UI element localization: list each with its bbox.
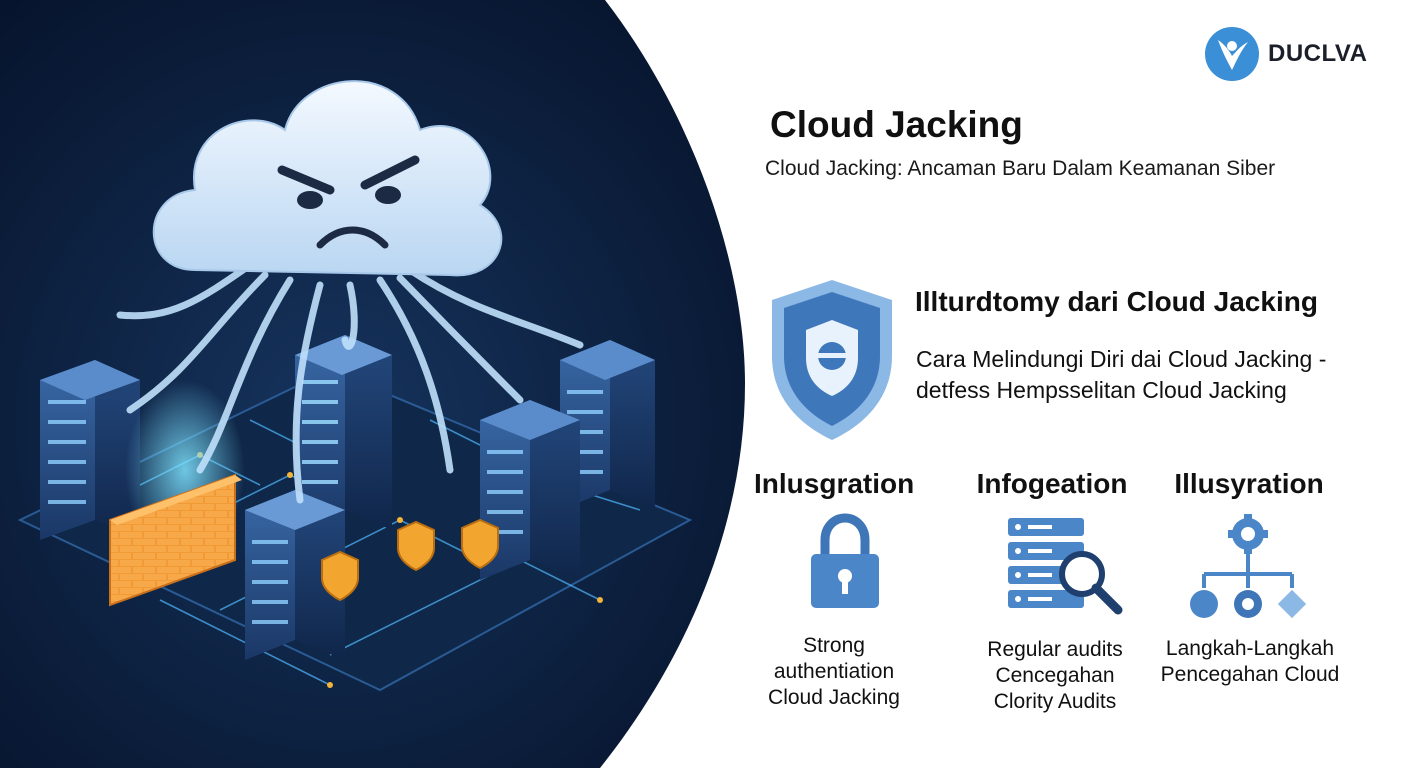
column-text-3: Langkah-Langkah Pencegahan Cloud	[1150, 636, 1350, 688]
network-gear-icon	[1190, 514, 1307, 619]
board-shield-icon-2	[397, 520, 435, 572]
brand: DUCLVA	[1204, 26, 1367, 82]
board-shield-icon-1	[321, 550, 359, 602]
column-line: Cencegahan	[995, 664, 1115, 687]
right-eyebrow	[360, 155, 420, 190]
column-line: Strong	[803, 634, 865, 657]
column-line: Pencegahan Cloud	[1160, 663, 1340, 686]
brand-logo-icon	[1205, 27, 1259, 81]
firewall-wall	[109, 473, 242, 607]
column-title-1: Inlusgration	[754, 468, 915, 499]
column-text-2: Regular audits Cencegahan Clority Audits	[968, 637, 1142, 715]
column-line: Langkah-Langkah	[1165, 637, 1335, 660]
section-line: Cara Melindungi Diri dai Cloud Jacking -	[916, 346, 1327, 372]
lock-icon	[811, 513, 879, 608]
column-title-3: Illusyration	[1174, 468, 1324, 499]
column-line: authentiation	[773, 660, 895, 683]
left-eye	[297, 191, 323, 209]
frown-mouth	[316, 226, 389, 249]
column-title-2: Infogeation	[976, 468, 1128, 499]
small-gear-icon	[1234, 590, 1262, 618]
section-heading: Illturdtomy dari Cloud Jacking	[915, 286, 1318, 317]
server-rack-front	[245, 490, 345, 660]
cloud-tentacles	[116, 261, 584, 504]
right-eye	[375, 186, 401, 204]
gear-icon	[1228, 514, 1268, 554]
server-rack-center	[295, 335, 392, 530]
board-shield-icon-3	[461, 518, 499, 570]
left-eyebrow	[277, 165, 335, 195]
server-search-icon	[1008, 518, 1123, 615]
page-title: Cloud Jacking	[770, 104, 1023, 145]
shield-icon	[772, 280, 892, 440]
column-line: Clority Audits	[993, 690, 1117, 713]
section-line: detfess Hempsselitan Cloud Jacking	[916, 377, 1287, 403]
column-text-1: Strong authentiation Cloud Jacking	[754, 633, 914, 711]
column-line: Regular audits	[987, 638, 1123, 661]
server-rack-left	[40, 360, 140, 540]
brand-name: DUCLVA	[1268, 40, 1368, 67]
section-description: Cara Melindungi Diri dai Cloud Jacking -…	[916, 344, 1326, 406]
angry-cloud	[152, 80, 503, 277]
page-subtitle: Cloud Jacking: Ancaman Baru Dalam Keaman…	[765, 157, 1276, 180]
column-line: Cloud Jacking	[768, 686, 900, 709]
cloud-jacking-illustration	[0, 0, 745, 768]
